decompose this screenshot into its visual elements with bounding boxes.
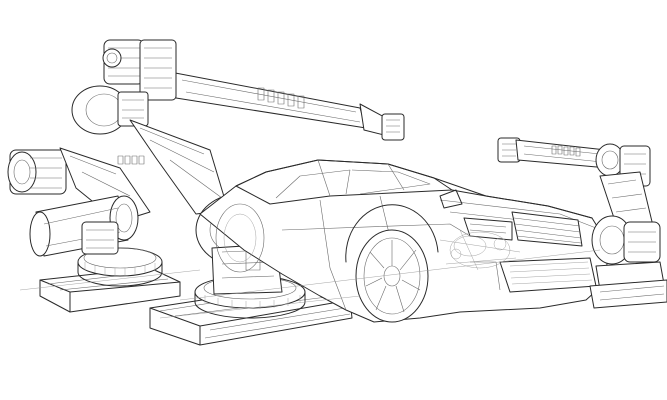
robot-arm-right bbox=[497, 137, 667, 309]
sedan-car bbox=[199, 159, 609, 323]
construction-lines bbox=[19, 249, 601, 319]
robot-arm-left-front bbox=[7, 147, 151, 257]
